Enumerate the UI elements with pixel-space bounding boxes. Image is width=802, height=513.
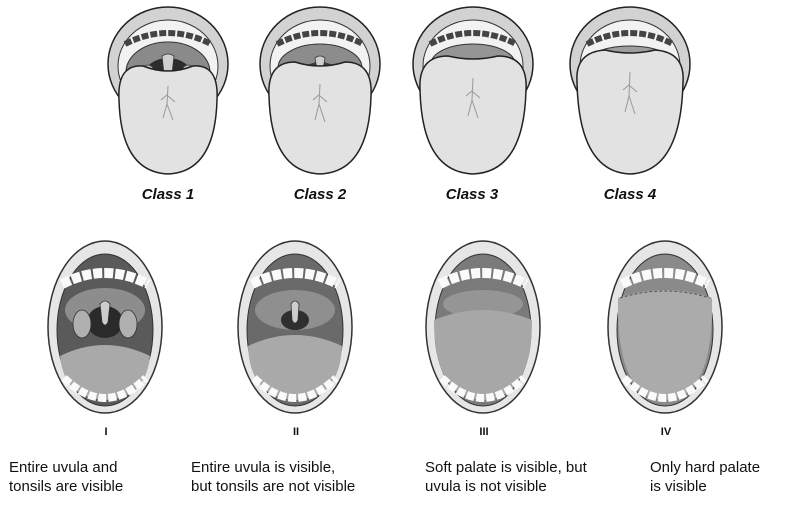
grade-iii-description: Soft palate is visible, but uvula is not… — [425, 458, 625, 496]
class-3-label: Class 3 — [402, 186, 542, 203]
grade-i-description-line-2: tonsils are visible — [9, 477, 209, 496]
grade-ii-numeral: II — [266, 426, 326, 438]
grade-ii-description-line-2: but tonsils are not visible — [191, 477, 391, 496]
grade-iv-numeral: IV — [636, 426, 696, 438]
grade-iv-illustration — [606, 238, 724, 416]
grade-i-description-line-1: Entire uvula and — [9, 458, 209, 477]
grade-iii-illustration — [424, 238, 542, 416]
class-2-illustration — [255, 4, 385, 182]
grade-i-description: Entire uvula and tonsils are visible — [9, 458, 209, 496]
class-1-label: Class 1 — [98, 186, 238, 203]
grade-iii-description-line-1: Soft palate is visible, but — [425, 458, 625, 477]
grade-iii-description-line-2: uvula is not visible — [425, 477, 625, 496]
grade-i-numeral: I — [76, 426, 136, 438]
grade-iv-description-line-2: is visible — [650, 477, 800, 496]
class-3-illustration — [408, 4, 538, 182]
grade-i-illustration — [46, 238, 164, 416]
class-4-illustration — [565, 4, 695, 182]
grade-iv-description: Only hard palate is visible — [650, 458, 800, 496]
class-1-illustration — [103, 4, 233, 182]
grade-iv-description-line-1: Only hard palate — [650, 458, 800, 477]
grade-iii-numeral: III — [454, 426, 514, 438]
class-4-label: Class 4 — [560, 186, 700, 203]
class-2-label: Class 2 — [250, 186, 390, 203]
grade-ii-illustration — [236, 238, 354, 416]
grade-ii-description-line-1: Entire uvula is visible, — [191, 458, 391, 477]
grade-ii-description: Entire uvula is visible, but tonsils are… — [191, 458, 391, 496]
